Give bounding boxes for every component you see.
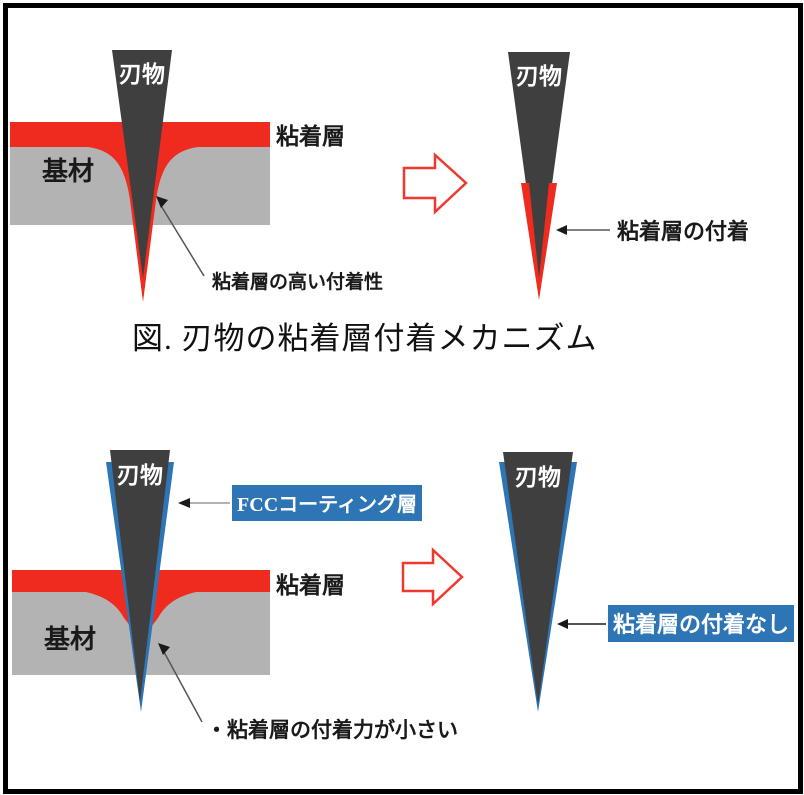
figure-caption: 図. 刃物の粘着層付着メカニズム xyxy=(132,321,598,356)
blade-label: 刃物 xyxy=(119,61,165,87)
low-adhesion-annotation: ・粘着層の付着力が小さい xyxy=(206,718,458,742)
blade-label: 刃物 xyxy=(515,464,561,490)
blade-shape xyxy=(110,450,170,702)
annotation-line xyxy=(159,203,205,277)
bottom-before-diagram: 刃物 基材 粘着層 FCCコーティング層 ・粘着層の付着力が小さい xyxy=(12,450,458,742)
adhesive-residue xyxy=(521,183,557,300)
blade-label: 刃物 xyxy=(117,462,163,488)
blade-shape xyxy=(112,50,172,278)
annotation-arrowhead-icon xyxy=(557,619,568,629)
bottom-after-diagram: 刃物 粘着層の付着なし xyxy=(499,452,794,712)
adhesive-label: 粘着層 xyxy=(276,123,345,149)
annotation-arrowhead-icon xyxy=(156,196,168,208)
top-after-diagram: 刃物 粘着層の付着 xyxy=(508,52,749,300)
coating-callout-box xyxy=(232,485,422,521)
right-arrow-icon xyxy=(401,547,464,607)
no-adhesion-callout-box xyxy=(608,605,794,642)
annotation-line xyxy=(163,651,203,723)
high-adhesion-annotation: 粘着層の高い付着性 xyxy=(212,270,383,293)
substrate-label: 基材 xyxy=(44,625,96,654)
substrate-label: 基材 xyxy=(42,157,94,186)
top-before-diagram: 刃物 基材 粘着層 粘着層の高い付着性 xyxy=(10,50,383,302)
right-arrow-icon xyxy=(402,152,468,215)
coating-callout-label: FCCコーティング層 xyxy=(237,492,417,516)
blade-shape xyxy=(503,452,573,705)
blade-shape xyxy=(508,52,570,280)
coating-callout-arrowhead-icon xyxy=(178,498,190,508)
no-adhesion-callout-label: 粘着層の付着なし xyxy=(613,612,789,637)
top-figure: 刃物 基材 粘着層 粘着層の高い付着性 刃物 粘着層の付着 図. 刃物の粘着層付… xyxy=(10,50,749,356)
annotation-arrowhead-icon xyxy=(158,643,170,655)
blade-label: 刃物 xyxy=(516,63,562,89)
bottom-figure: 刃物 基材 粘着層 FCCコーティング層 ・粘着層の付着力が小さい 刃物 粘着層… xyxy=(12,450,794,742)
adhesive-label: 粘着層 xyxy=(276,572,345,598)
adhesion-annotation: 粘着層の付着 xyxy=(617,219,749,244)
annotation-arrowhead-icon xyxy=(556,225,567,235)
